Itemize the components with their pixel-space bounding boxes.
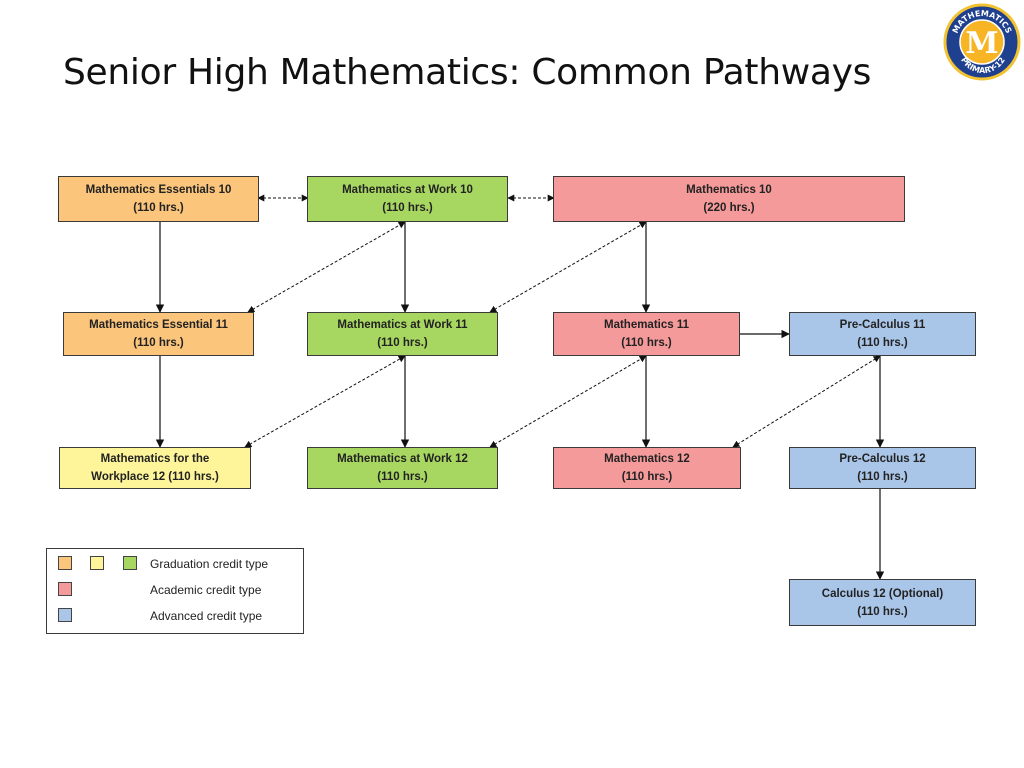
arrow-work12-math11 <box>489 355 647 448</box>
course-name: Mathematics 10 <box>686 184 772 196</box>
arrow-work11-math10 <box>489 221 647 313</box>
arrow-math12-precalc11 <box>732 355 881 448</box>
course-hours: (110 hrs.) <box>382 202 433 214</box>
course-name: Mathematics for the <box>100 453 210 465</box>
legend: Graduation credit type Academic credit t… <box>46 548 304 634</box>
course-calculus-12: Calculus 12 (Optional) (110 hrs.) <box>789 579 976 626</box>
page-title: Senior High Mathematics: Common Pathways <box>63 52 872 93</box>
course-mathematics-10: Mathematics 10 (220 hrs.) <box>553 176 905 222</box>
course-name: Mathematics Essentials 10 <box>85 184 232 196</box>
course-hours: (110 hrs.) <box>621 337 672 349</box>
course-name: Mathematics Essential 11 <box>89 319 228 331</box>
course-name: Calculus 12 (Optional) <box>821 587 944 600</box>
course-mathematics-at-work-12: Mathematics at Work 12 (110 hrs.) <box>307 447 498 489</box>
course-mathematics-at-work-10: Mathematics at Work 10 (110 hrs.) <box>307 176 508 222</box>
course-name: Mathematics 11 <box>603 319 689 331</box>
course-hours: (110 hrs.) <box>377 337 428 349</box>
course-mathematics-11: Mathematics 11 (110 hrs.) <box>553 312 740 356</box>
legend-swatch-academic <box>58 582 72 596</box>
course-hours: Workplace 12 (110 hrs.) <box>91 471 219 483</box>
course-pre-calculus-12: Pre-Calculus 12 (110 hrs.) <box>789 447 976 489</box>
course-hours: (220 hrs.) <box>703 202 755 214</box>
legend-swatch-graduation-yellow <box>90 556 104 570</box>
course-hours: (110 hrs.) <box>377 471 428 483</box>
course-mathematics-for-the-workplace-12: Mathematics for the Workplace 12 (110 hr… <box>59 447 251 489</box>
course-pre-calculus-11: Pre-Calculus 11 (110 hrs.) <box>789 312 976 356</box>
course-hours: (110 hrs.) <box>621 471 673 483</box>
course-name: Pre-Calculus 11 <box>839 319 926 331</box>
course-mathematics-12: Mathematics 12 (110 hrs.) <box>553 447 741 489</box>
course-name: Mathematics at Work 10 <box>342 184 473 196</box>
course-mathematics-at-work-11: Mathematics at Work 11 (110 hrs.) <box>307 312 498 356</box>
course-name: Pre-Calculus 12 <box>839 453 926 465</box>
legend-label-academic: Academic credit type <box>150 583 262 597</box>
course-mathematics-essential-11: Mathematics Essential 11 (110 hrs.) <box>63 312 254 356</box>
course-name: Mathematics 12 <box>604 453 690 465</box>
course-name: Mathematics at Work 12 <box>337 453 468 465</box>
course-name: Mathematics at Work 11 <box>337 319 468 331</box>
arrow-workplace12-work11 <box>244 355 406 448</box>
course-mathematics-essentials-10: Mathematics Essentials 10 (110 hrs.) <box>58 176 259 222</box>
course-hours: (110 hrs.) <box>857 471 908 483</box>
legend-swatch-graduation-green <box>123 556 137 570</box>
course-hours: (110 hrs.) <box>133 202 184 214</box>
legend-swatch-graduation-orange <box>58 556 72 570</box>
course-hours: (110 hrs.) <box>857 337 908 349</box>
legend-label-advanced: Advanced credit type <box>150 609 263 623</box>
arrow-ess11-work10 <box>247 221 406 313</box>
course-hours: (110 hrs.) <box>133 337 184 349</box>
logo-letter: M <box>965 26 998 61</box>
legend-swatch-advanced <box>58 608 72 622</box>
course-hours: (110 hrs.) <box>857 605 908 618</box>
mathematics-primary-12-logo-icon: M MATHEMATICS PRIMARY-12 <box>943 3 1021 81</box>
legend-label-graduation: Graduation credit type <box>150 557 269 571</box>
